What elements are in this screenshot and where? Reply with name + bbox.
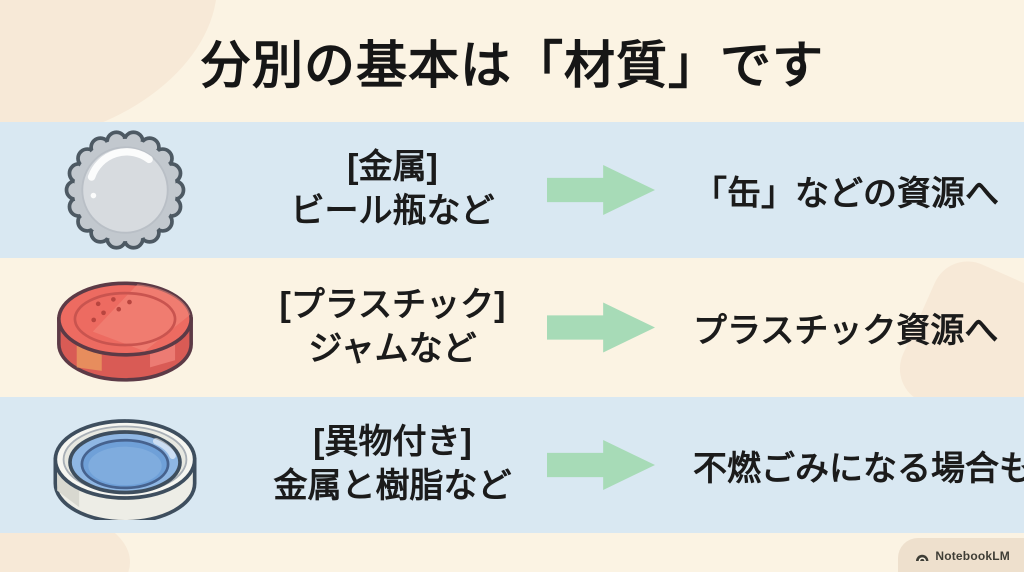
example-label: 金属と樹脂など xyxy=(273,467,512,505)
category-label: [金属] xyxy=(347,148,438,187)
notebooklm-watermark: NotebookLM xyxy=(915,549,1010,563)
label-mixed: [異物付き] 金属と樹脂など xyxy=(250,421,535,508)
page-title: 分別の基本は「材質」です xyxy=(199,37,824,94)
right-arrow-icon xyxy=(547,165,655,215)
example-label: ビール瓶など xyxy=(290,192,495,230)
row-metal: [金属] ビール瓶など 「缶」などの資源へ xyxy=(0,122,1024,258)
category-label: [異物付き] xyxy=(313,423,472,462)
watermark-label: NotebookLM xyxy=(935,549,1010,563)
header: 分別の基本は「材質」です xyxy=(0,0,1024,122)
decor-blob-bottom-right xyxy=(898,538,1024,572)
category-label: [プラスチック] xyxy=(279,285,506,324)
arrow-cell xyxy=(547,299,675,357)
notebooklm-logo-icon xyxy=(916,554,929,561)
arrow-cell xyxy=(547,161,675,219)
label-plastic: [プラスチック] ジャムなど xyxy=(250,284,535,371)
plastic-jam-lid-icon xyxy=(0,274,250,382)
row-plastic: [プラスチック] ジャムなど プラスチック資源へ xyxy=(0,258,1024,397)
example-label: ジャムなど xyxy=(308,329,477,368)
result-plastic: プラスチック資源へ xyxy=(693,312,999,350)
arrow-cell xyxy=(547,436,675,494)
result-mixed: 不燃ごみになる場合も xyxy=(693,449,1024,488)
right-arrow-icon xyxy=(547,440,655,490)
result-metal: 「缶」などの資源へ xyxy=(693,174,999,213)
row-mixed: [異物付き] 金属と樹脂など 不燃ごみになる場合も xyxy=(0,397,1024,533)
right-arrow-icon xyxy=(547,302,655,353)
metal-bottle-cap-icon xyxy=(0,125,250,255)
label-metal: [金属] ビール瓶など xyxy=(250,146,535,233)
mixed-material-lid-icon xyxy=(0,410,250,520)
